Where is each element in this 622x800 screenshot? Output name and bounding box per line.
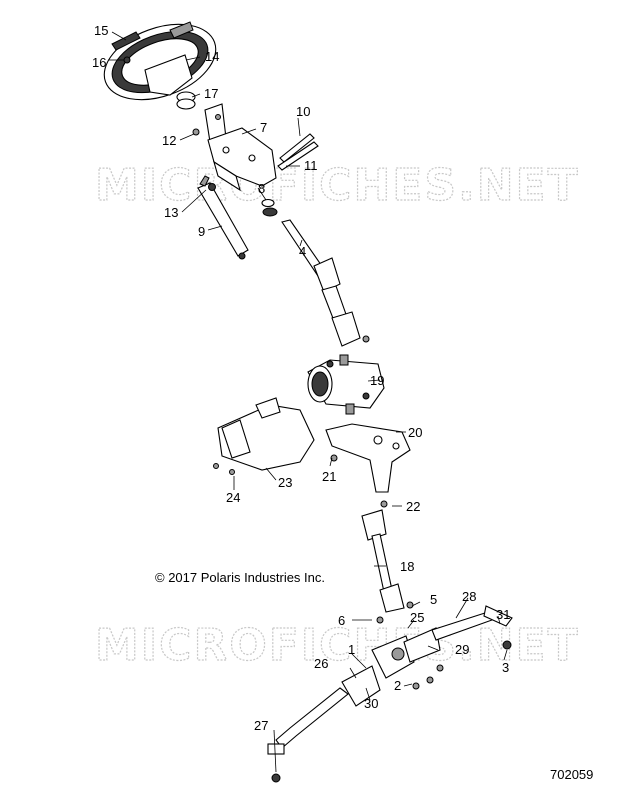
callout-labels: 15 16 14 17 12 7 10 11 8 13 9 4 19 20 21… (92, 23, 510, 733)
lower-shaft (361, 509, 414, 613)
callout-23: 23 (278, 475, 292, 490)
callout-27: 27 (254, 718, 268, 733)
callout-9: 9 (198, 224, 205, 239)
callout-12: 12 (162, 133, 176, 148)
callout-19: 19 (370, 373, 384, 388)
callout-22: 22 (406, 499, 420, 514)
callout-1: 1 (348, 642, 355, 657)
callout-16: 16 (92, 55, 106, 70)
callout-6: 6 (338, 613, 345, 628)
steering-rack (267, 605, 513, 783)
leader-lines (108, 31, 508, 773)
callout-26: 26 (314, 656, 328, 671)
callout-18: 18 (400, 559, 414, 574)
callout-10: 10 (296, 104, 310, 119)
eps-cover (213, 397, 315, 475)
callout-17: 17 (204, 86, 218, 101)
washers-8 (261, 198, 278, 217)
callout-30: 30 (364, 696, 378, 711)
eps-mount-bracket (325, 423, 411, 508)
callout-14: 14 (205, 49, 219, 64)
long-bolts (277, 133, 319, 171)
callout-2: 2 (394, 678, 401, 693)
callout-28: 28 (462, 589, 476, 604)
callout-31: 31 (496, 607, 510, 622)
callout-3: 3 (502, 660, 509, 675)
callout-8: 8 (258, 181, 265, 196)
callout-5: 5 (430, 592, 437, 607)
callout-13: 13 (164, 205, 178, 220)
watermark-lower: MICROFICHES.NET (95, 620, 580, 671)
callout-20: 20 (408, 425, 422, 440)
wheel-nut-ring (176, 91, 196, 110)
callout-29: 29 (455, 642, 469, 657)
callout-21: 21 (322, 469, 336, 484)
screw-12 (192, 114, 221, 136)
watermark-upper: MICROFICHES.NET (95, 160, 580, 211)
callout-7: 7 (260, 120, 267, 135)
callout-11: 11 (304, 158, 318, 173)
copyright-notice: © 2017 Polaris Industries Inc. (155, 570, 325, 585)
callout-25: 25 (410, 610, 424, 625)
steering-wheel (103, 21, 217, 101)
callout-4: 4 (299, 244, 306, 259)
callout-15: 15 (94, 23, 108, 38)
tilt-bracket (204, 103, 277, 192)
figure-id: 702059 (550, 767, 593, 782)
intermediate-shaft (281, 219, 370, 347)
eps-unit (307, 354, 385, 415)
callout-24: 24 (226, 490, 240, 505)
gas-strut (197, 175, 249, 260)
